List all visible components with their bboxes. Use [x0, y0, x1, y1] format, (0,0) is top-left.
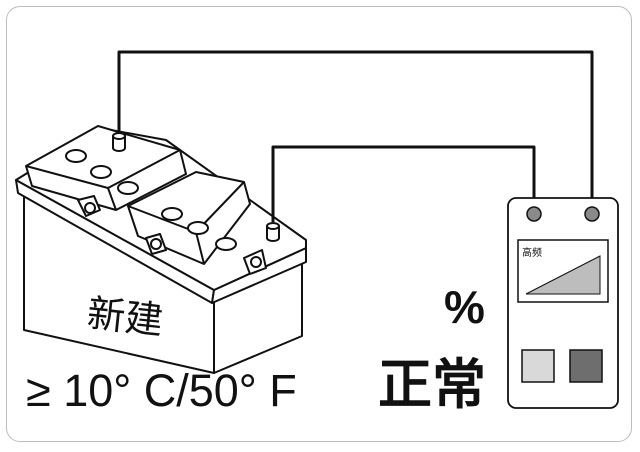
rounded-frame: [6, 6, 632, 442]
percent-symbol: %: [444, 281, 485, 333]
tester-indicator-light: [521, 349, 555, 383]
test-cables: [117, 50, 594, 222]
battery-cover-left: [25, 125, 187, 211]
tester-level-wedge: [525, 255, 601, 295]
tester-port-positive: [584, 206, 600, 222]
battery-handle-right: [145, 233, 267, 275]
cable-positive: [117, 50, 594, 210]
terminal-negative: [266, 222, 280, 242]
tester-indicator-dark: [569, 349, 603, 383]
battery-label: 新建: [85, 291, 165, 343]
terminal-positive: [112, 132, 126, 152]
battery: [15, 125, 307, 374]
battery-handle-left: [77, 195, 101, 217]
status-label: 正常: [378, 353, 486, 416]
tester-display-label: 高频: [522, 246, 542, 259]
cable-negative: [271, 145, 536, 222]
tester-port-negative: [526, 206, 542, 222]
battery-tester: 高频: [507, 197, 619, 409]
temperature-condition: ≥ 10° C/50° F: [26, 365, 297, 416]
